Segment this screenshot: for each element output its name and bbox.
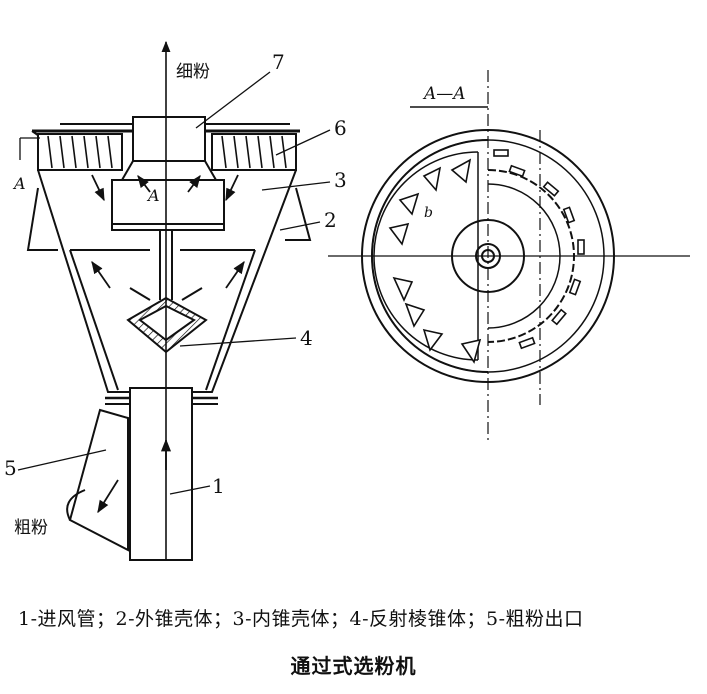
left-elevation-view [17, 71, 331, 561]
callout-5: 5 [4, 456, 17, 480]
section-marker-left: A [14, 174, 26, 193]
figure-title: 通过式选粉机 [290, 654, 417, 678]
fine-powder-label: 细粉 [176, 62, 210, 82]
parts-caption: 1-进风管；2-外锥壳体；3-内锥壳体；4-反射棱锥体；5-粗粉出口 [18, 608, 584, 630]
callout-7: 7 [272, 50, 285, 74]
section-blades [388, 149, 585, 364]
section-label: A—A [424, 84, 466, 104]
callout-1: 1 [212, 474, 225, 498]
callout-4: 4 [300, 326, 313, 350]
callout-6: 6 [334, 116, 347, 140]
dimension-b-label: b [424, 205, 433, 221]
flow-arrows [91, 174, 245, 514]
callout-3: 3 [334, 168, 347, 192]
section-view-a-a [328, 70, 690, 440]
coarse-powder-label: 粗粉 [14, 518, 48, 538]
callout-2: 2 [324, 208, 337, 232]
section-marker-inner: A [148, 186, 160, 205]
